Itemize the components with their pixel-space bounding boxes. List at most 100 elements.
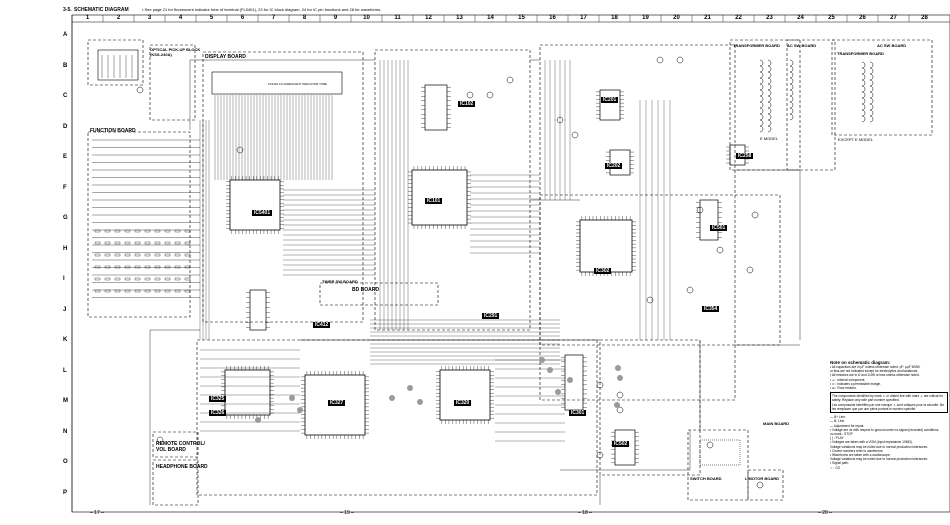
ic-package — [411, 169, 468, 226]
resistor — [164, 241, 171, 245]
resistor — [164, 289, 171, 293]
resistor — [94, 253, 101, 257]
transformer-coil — [861, 73, 866, 81]
ic501-label: IC501 — [710, 225, 728, 231]
board-ac-sw-2: AC SW BOARD — [877, 43, 907, 48]
board-transformer-2: TRANSFORMER BOARD — [837, 51, 884, 56]
ic412-label: IC412 — [313, 322, 331, 328]
ic-package — [224, 369, 271, 416]
board-switch: SWITCH BOARD — [690, 476, 722, 481]
resistor — [154, 241, 161, 245]
transformer-coil — [789, 65, 794, 73]
resistor — [104, 253, 111, 257]
column-number: 17 — [580, 15, 587, 21]
note-line: • All resistors are in Ω and 1/4W or les… — [830, 373, 920, 378]
resistor — [144, 253, 151, 257]
column-number: 10 — [363, 15, 370, 21]
transistor — [756, 481, 764, 489]
transformer-coil — [789, 95, 794, 103]
board-display: DISPLAY BOARD — [205, 54, 246, 60]
column-number: 6 — [240, 15, 245, 21]
page-number-19: – 19 – — [340, 510, 354, 516]
board-outline — [786, 39, 836, 171]
transformer-coil — [759, 125, 764, 133]
resistor — [154, 289, 161, 293]
board-remote-vol: REMOTE CONTROL/ VOL BOARD — [156, 441, 205, 453]
ic354-label: IC354 — [702, 306, 720, 312]
transistor — [556, 116, 564, 124]
resistor — [114, 289, 121, 293]
resistor — [174, 277, 181, 281]
ic291-label: IC291 — [482, 313, 500, 319]
transformer-coil — [759, 107, 764, 115]
ic320-label: IC320 — [454, 400, 472, 406]
board-headphone: HEADPHONE BOARD — [156, 464, 208, 470]
resistor — [164, 253, 171, 257]
resistor — [114, 265, 121, 269]
board-outline — [747, 469, 784, 501]
transistor — [716, 246, 724, 254]
transistor — [686, 286, 694, 294]
transformer-coil — [869, 97, 874, 105]
ic-package — [699, 199, 719, 241]
column-number: 21 — [704, 15, 711, 21]
board-outline — [152, 459, 199, 506]
transformer-coil — [767, 83, 772, 91]
waveform-marker — [289, 395, 295, 401]
transformer-coil — [759, 113, 764, 121]
board-l-motor: L MOTOR BOARD — [745, 476, 780, 481]
note-line: or less are not indicated except for ele… — [830, 369, 919, 374]
transistor — [596, 381, 604, 389]
transistor — [156, 436, 164, 444]
resistor — [184, 289, 191, 293]
transistor — [236, 146, 244, 154]
column-number: 27 — [890, 15, 897, 21]
waveform-marker — [417, 399, 423, 405]
schematic-notes: Note on schematic diagram: • All capacit… — [830, 360, 948, 470]
column-number: 14 — [487, 15, 494, 21]
ic5401-label: IC5401 — [252, 210, 273, 216]
board-outline — [374, 49, 531, 331]
column-number: 9 — [333, 15, 338, 21]
resistor — [144, 277, 151, 281]
ic-package — [614, 429, 636, 466]
page-number-17: – 17 – — [90, 510, 104, 516]
board-main: MAIN BOARD — [763, 421, 789, 426]
transistor — [571, 131, 579, 139]
transistor — [506, 76, 514, 84]
resistor — [144, 229, 151, 233]
board-outline — [152, 431, 199, 458]
column-number: 25 — [828, 15, 835, 21]
column-number: 26 — [859, 15, 866, 21]
waveform-marker — [547, 367, 553, 373]
transformer-coil — [861, 61, 866, 69]
transistor — [646, 296, 654, 304]
ic-package — [249, 289, 267, 331]
waveform-marker — [567, 377, 573, 383]
resistor — [124, 241, 131, 245]
ic327-label: IC327 — [328, 400, 346, 406]
note-line: • ⊞ : Fuse resistor. — [830, 386, 857, 391]
ic-package — [579, 219, 633, 273]
note-line: • Signal path: — [830, 461, 849, 466]
transformer-coil — [861, 103, 866, 111]
board-outline — [319, 282, 439, 306]
resistor — [134, 265, 141, 269]
note-line: Voltage variations may be noted due to n… — [830, 457, 928, 462]
board-function: FUNCTION BOARD — [90, 128, 136, 134]
waveform-marker — [539, 357, 545, 363]
transformer-coil — [861, 91, 866, 99]
resistor — [124, 253, 131, 257]
row-letter: B — [63, 62, 68, 69]
ic302-label: IC302 — [594, 268, 612, 274]
resistor — [104, 229, 111, 233]
transformer-coil — [759, 101, 764, 109]
ic502-label: IC502 — [612, 441, 630, 447]
board-outline — [729, 39, 801, 171]
row-letter: E — [63, 154, 68, 160]
transformer-coil — [759, 59, 764, 67]
notes-legend: — B+ Line.— B- Line.— Adjustment for rep… — [830, 415, 948, 470]
transformer-coil — [789, 59, 794, 67]
transformer-coil — [869, 67, 874, 75]
